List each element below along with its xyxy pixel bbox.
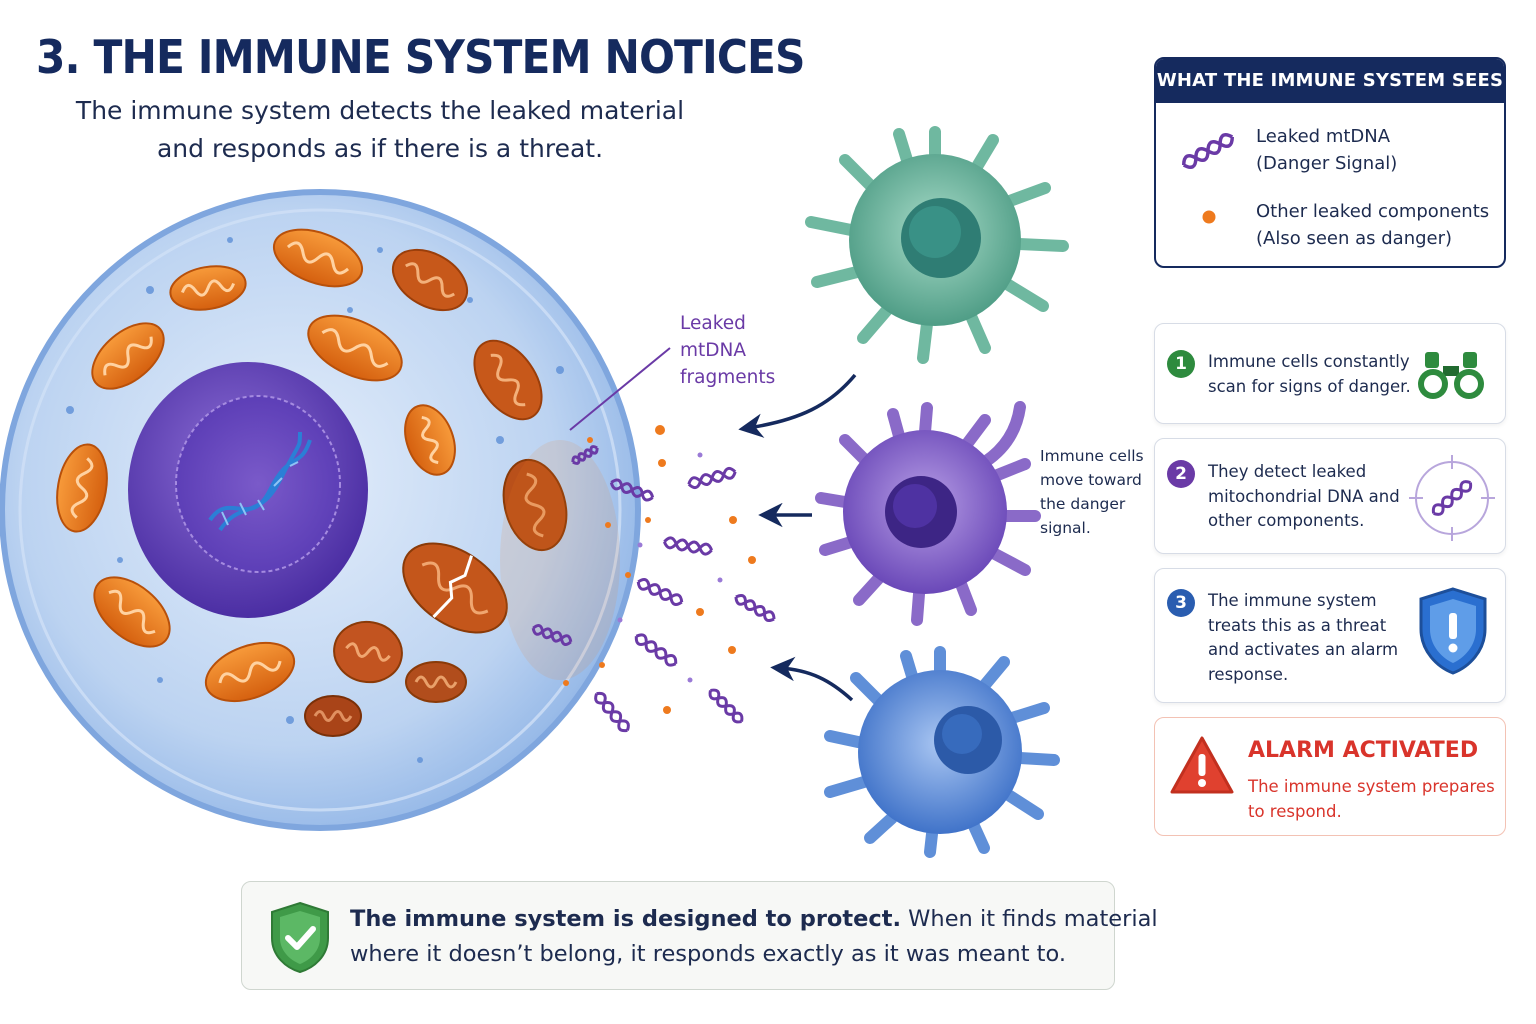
subtitle-line: and responds as if there is a threat. bbox=[156, 134, 604, 163]
mitochondrion bbox=[473, 339, 543, 421]
dna-fragment bbox=[687, 466, 737, 490]
page-subtitle: The immune system detects the leaked mat… bbox=[60, 92, 700, 168]
callout-line: mtDNA bbox=[680, 340, 747, 361]
immune-cell-purple bbox=[815, 401, 1041, 626]
dna-fragment bbox=[708, 688, 744, 724]
legend-heading: WHAT THE IMMUNE SYSTEM SEES bbox=[1156, 59, 1504, 103]
shield-alert-icon bbox=[1419, 587, 1487, 675]
immune-cell-green bbox=[805, 126, 1069, 364]
dna-fragment bbox=[662, 536, 714, 556]
summary-line-2: where it doesn’t belong, it responds exa… bbox=[350, 941, 1067, 967]
binoculars-icon bbox=[1418, 352, 1484, 399]
mitochondrion bbox=[304, 695, 362, 737]
mitochondrion bbox=[169, 265, 247, 311]
mtdna-callout: Leaked mtDNA fragments bbox=[680, 310, 775, 391]
step-1-card: 1 Immune cells constantly scan for signs… bbox=[1154, 323, 1506, 424]
legend-item-sublabel: (Also seen as danger) bbox=[1256, 228, 1453, 249]
summary-banner: The immune system is designed to protect… bbox=[241, 881, 1158, 990]
dna-fragment bbox=[734, 594, 776, 622]
legend-panel: WHAT THE IMMUNE SYSTEM SEES Leaked mtDNA… bbox=[1154, 57, 1506, 268]
arrow-green-cell bbox=[738, 373, 857, 438]
mitochondrion bbox=[93, 576, 171, 648]
mitochondrion bbox=[404, 404, 456, 476]
orange-dot-icon bbox=[1202, 210, 1216, 224]
arrow-blue-cell bbox=[770, 656, 854, 702]
leaked-mtdna-fragments bbox=[531, 445, 776, 733]
step-number: 2 bbox=[1167, 460, 1195, 488]
alarm-text-line: to respond. bbox=[1248, 802, 1342, 821]
dna-fragment bbox=[609, 478, 655, 502]
mitochondrion bbox=[405, 661, 467, 703]
summary-line-1: The immune system is designed to protect… bbox=[350, 902, 1158, 937]
step-text-line: mitochondrial DNA and bbox=[1208, 486, 1400, 506]
step-text-line: treats this as a threat bbox=[1208, 615, 1387, 635]
warning-triangle-icon bbox=[1170, 736, 1234, 794]
mitochondrion bbox=[272, 228, 364, 288]
immune-cells-move-label: Immune cells move toward the danger sign… bbox=[1040, 444, 1144, 540]
alarm-text-line: The immune system prepares bbox=[1248, 777, 1495, 796]
alarm-card: ALARM ACTIVATED The immune system prepar… bbox=[1154, 717, 1506, 836]
step-text-line: The immune system bbox=[1208, 591, 1377, 610]
legend-item-sublabel: (Danger Signal) bbox=[1256, 153, 1398, 174]
step-text-line: scan for signs of danger. bbox=[1208, 376, 1411, 396]
step-number: 3 bbox=[1167, 589, 1195, 617]
step-3-card: 3 The immune system treats this as a thr… bbox=[1154, 568, 1506, 703]
immune-cell-blue bbox=[824, 646, 1060, 858]
step-text-line: They detect leaked bbox=[1208, 462, 1367, 481]
step-text-line: other components. bbox=[1208, 511, 1365, 530]
page-title: 3. THE IMMUNE SYSTEM NOTICES bbox=[36, 30, 805, 84]
callout-pointer bbox=[569, 347, 671, 431]
dna-fragment bbox=[634, 633, 678, 667]
step-2-card: 2 They detect leaked mitochondrial DNA a… bbox=[1154, 438, 1506, 554]
move-label-line: move toward bbox=[1040, 471, 1142, 489]
step-text-line: response. bbox=[1208, 664, 1289, 684]
move-label-line: Immune cells bbox=[1040, 447, 1144, 465]
dna-fragment bbox=[594, 691, 630, 733]
subtitle-line: The immune system detects the leaked mat… bbox=[75, 96, 685, 125]
cell-diagram bbox=[0, 126, 1069, 858]
nucleus bbox=[128, 362, 368, 618]
dna-fragment bbox=[636, 578, 684, 606]
dna-fragment bbox=[531, 623, 573, 647]
mitochondrion bbox=[502, 458, 568, 552]
dna-icon bbox=[1182, 133, 1234, 169]
move-label-line: signal. bbox=[1040, 519, 1091, 537]
mitochondrion bbox=[56, 443, 108, 533]
summary-rest: When it finds material bbox=[901, 906, 1158, 932]
move-label-line: the danger bbox=[1040, 495, 1126, 513]
step-text-line: and activates an alarm bbox=[1208, 640, 1399, 659]
alarm-heading: ALARM ACTIVATED bbox=[1248, 738, 1479, 763]
mitochondrion bbox=[91, 322, 165, 390]
leaked-components bbox=[563, 425, 756, 714]
target-dna-icon bbox=[1409, 455, 1495, 541]
legend-item-label: Leaked mtDNA bbox=[1256, 126, 1391, 147]
mitochondrion bbox=[307, 314, 403, 382]
callout-line: fragments bbox=[680, 367, 776, 388]
mitochondrion bbox=[392, 248, 468, 312]
summary-bold: The immune system is designed to protect… bbox=[350, 906, 902, 932]
mitochondria bbox=[56, 228, 568, 737]
legend-item-label: Other leaked components bbox=[1256, 201, 1490, 222]
check-shield-icon bbox=[271, 901, 329, 974]
mitochondrion bbox=[204, 641, 296, 703]
step-text-line: Immune cells constantly bbox=[1208, 352, 1410, 371]
step-number: 1 bbox=[1167, 350, 1195, 378]
dna-fragment bbox=[571, 445, 599, 465]
callout-line: Leaked bbox=[680, 313, 746, 334]
mitochondrion bbox=[333, 620, 403, 684]
damaged-mitochondrion bbox=[402, 542, 508, 634]
